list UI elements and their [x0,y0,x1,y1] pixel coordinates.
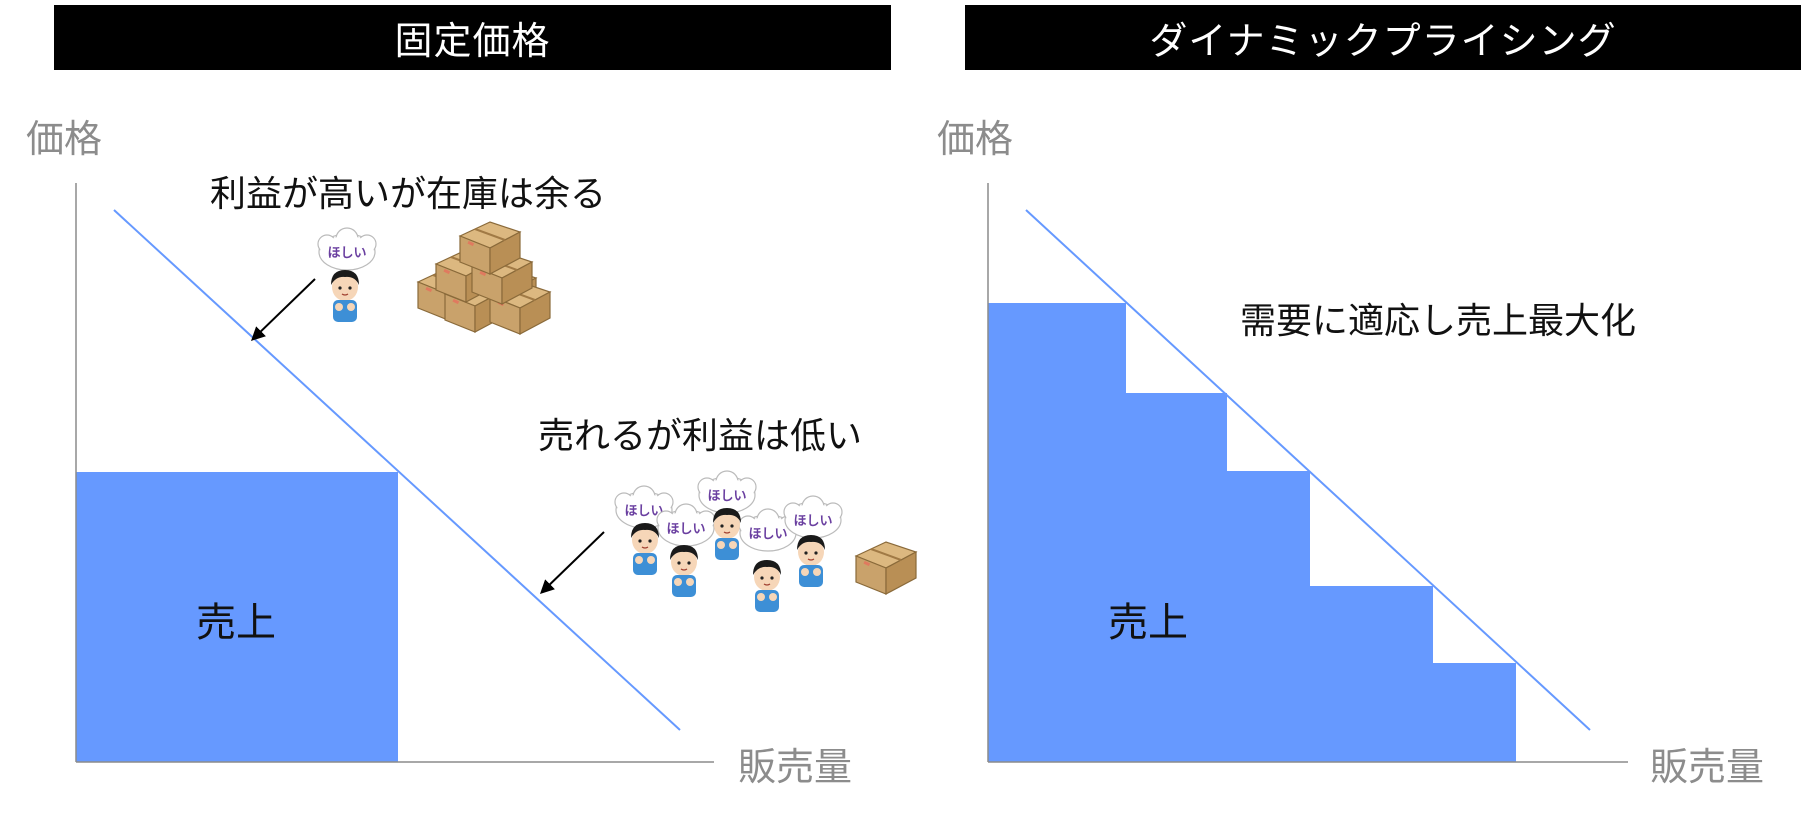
y-axis-label: 価格 [26,117,102,161]
sales-area [988,303,1516,762]
person-icon [669,544,699,598]
demand-line [1025,209,1591,731]
cardboard-box-icon [855,541,917,595]
customer-crowd: ほしい ほしい ほしい ほしい ほしい [614,470,843,613]
fixed-price-title: 固定価格 [54,5,891,70]
x-axis-label: 販売量 [738,745,852,789]
person-icon [330,269,360,323]
low-price-caption: 売れるが利益は低い [538,416,862,457]
arrow-icon [250,278,316,341]
dynamic-pricing-panel: 価格 販売量 売上 需要に適応し売上最大化 [937,117,1764,789]
demand-line [113,209,681,731]
person-icon [796,534,826,588]
sales-label: 売上 [196,600,276,646]
thought-bubble-icon: ほしい [783,495,843,539]
bubble-text: ほしい [666,522,705,537]
bubble-text: ほしい [624,504,663,519]
thought-bubble-icon: ほしい [317,227,377,271]
bubble-text: ほしい [793,514,832,529]
thought-bubble-icon: ほしい [656,503,716,547]
arrow-icon [539,531,605,594]
thought-bubble-icon: ほしい [697,470,757,514]
sales-area [76,472,398,762]
person-icon [630,522,660,576]
y-axis-label: 価格 [937,117,1013,161]
thought-bubble-icon: ほしい [614,485,674,529]
high-price-caption: 利益が高いが在庫は余る [210,174,606,215]
box-pile-icon [417,221,551,335]
x-axis-label: 販売量 [1650,745,1764,789]
sales-label: 売上 [1108,600,1188,646]
fixed-price-panel: 価格 販売量 売上 利益が高いが在庫は余る 売れるが利益は低い ほしい [26,117,917,789]
thought-bubble-icon: ほしい [738,508,798,552]
demand-adaptive-caption: 需要に適応し売上最大化 [1240,301,1636,342]
bubble-text: ほしい [707,489,746,504]
bubble-text: ほしい [748,527,787,542]
person-icon [712,507,742,561]
dynamic-pricing-title: ダイナミックプライシング [965,5,1801,70]
bubble-text: ほしい [327,246,366,261]
person-icon [752,559,782,613]
